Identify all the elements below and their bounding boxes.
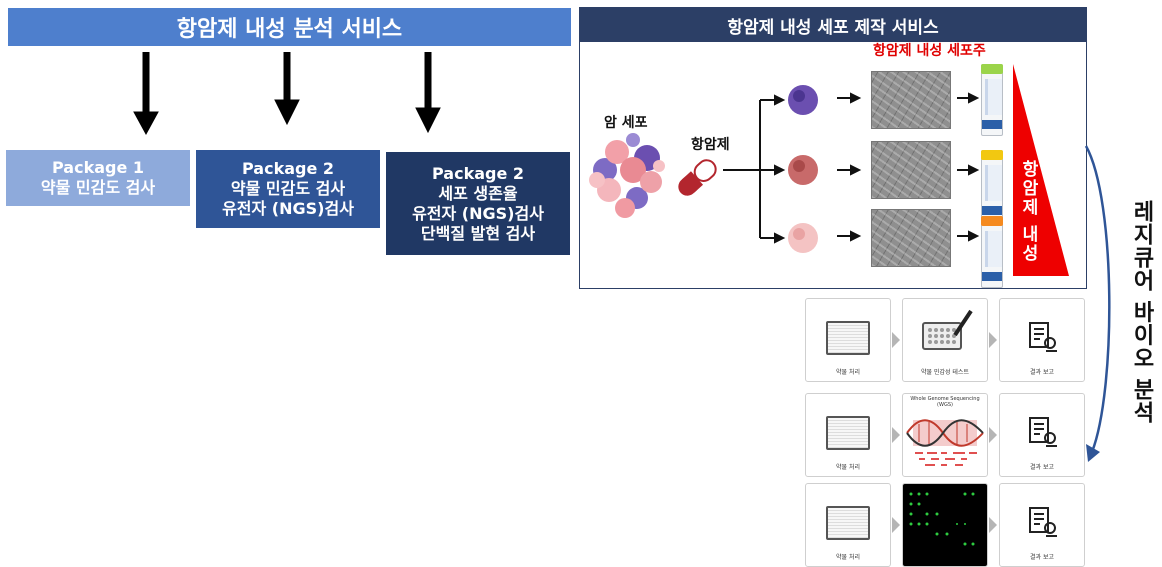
chevron-right-icon: [989, 332, 997, 348]
chevron-right-icon: [892, 427, 900, 443]
analysis-service-title: 항암제 내성 분석 서비스: [176, 17, 403, 42]
row1-step1-label: 약물 처리: [836, 369, 860, 376]
resistant-cell-2-icon: [788, 155, 818, 185]
row3-step3-label: 결과 보고: [1030, 554, 1054, 561]
down-arrow-2: [274, 52, 300, 126]
cell-micrograph-1: [871, 71, 951, 129]
row1-drug-treatment-card: 약물 처리: [805, 298, 891, 382]
regicure-bio-analysis-label: 레지큐어 바이오 분석: [1129, 200, 1154, 425]
protein-array-icon: [909, 492, 975, 546]
row1-sensitivity-test-card: 약물 민감성 테스트: [902, 298, 988, 382]
cell-production-diagram: [589, 64, 1069, 276]
package-1-title: Package 1: [51, 158, 145, 177]
row1-step3-label: 결과 보고: [1030, 369, 1054, 376]
report-microscope-icon: [1029, 507, 1057, 537]
row1-result-report-card: 결과 보고: [999, 298, 1085, 382]
package-3-title: Package 2: [431, 163, 525, 183]
row2-sequencing-card: Whole Genome Sequencing (WGS): [902, 393, 988, 477]
row3-protein-blot-card: [902, 483, 988, 567]
row2-drug-treatment-card: 약물 처리: [805, 393, 891, 477]
row2-step1-label: 약물 처리: [836, 464, 860, 471]
analysis-service-banner: 항암제 내성 분석 서비스: [8, 8, 571, 46]
row3-step1-label: 약물 처리: [836, 554, 860, 561]
package-3-box: Package 2 세포 생존율 유전자 (NGS)검사 단백질 발현 검사: [386, 152, 570, 255]
down-arrows: [133, 52, 441, 136]
tube-cap-orange: [981, 216, 1003, 226]
chevron-right-icon: [989, 427, 997, 443]
row2-step3-label: 결과 보고: [1030, 464, 1054, 471]
package-3-line-3: 단백질 발현 검사: [420, 223, 536, 243]
resistance-gradient-label: 항암제 내성: [1018, 160, 1038, 263]
tube-cap-yellow: [981, 150, 1003, 160]
well-plate-icon: [826, 416, 870, 450]
package-1-line-1: 약물 민감도 검사: [40, 178, 156, 197]
row2-result-report-card: 결과 보고: [999, 393, 1085, 477]
dna-helix-icon: [906, 419, 984, 466]
package-2-box: Package 2 약물 민감도 검사 유전자 (NGS)검사: [196, 150, 380, 228]
cell-line-tube-1: [981, 64, 1003, 136]
row3-result-report-card: 결과 보고: [999, 483, 1085, 567]
well-plate-icon: [826, 321, 870, 355]
package-3-line-2: 유전자 (NGS)검사: [412, 203, 544, 223]
cell-line-tube-2: [981, 150, 1003, 222]
micrograph-arrows: [837, 92, 862, 242]
cell-production-title: 항암제 내성 세포 제작 서비스: [580, 8, 1086, 42]
package-1-box: Package 1 약물 민감도 검사: [6, 150, 190, 206]
chevron-right-icon: [892, 517, 900, 533]
resistance-gradient-triangle: [1013, 64, 1069, 276]
package-2-title: Package 2: [241, 159, 335, 178]
cell-line-tube-3: [981, 216, 1003, 288]
row3-drug-treatment-card: 약물 처리: [805, 483, 891, 567]
cell-micrograph-2: [871, 141, 951, 199]
curved-connector-arrow: [1084, 145, 1111, 462]
tumor-cell-cluster-icon: [589, 133, 665, 218]
tube-cap-green: [981, 64, 1003, 74]
well-plate-icon: [826, 506, 870, 540]
cancer-cell-label: 암 세포: [604, 115, 648, 131]
chevron-right-icon: [892, 332, 900, 348]
report-microscope-icon: [1029, 322, 1057, 352]
package-3-line-1: 세포 생존율: [438, 183, 518, 203]
cell-micrograph-3: [871, 209, 951, 267]
package-2-line-2: 유전자 (NGS)검사: [222, 199, 354, 218]
row2-panel-title: Whole Genome Sequencing (WGS): [910, 396, 980, 408]
tube-arrows: [957, 92, 980, 242]
branch-arrows: [723, 94, 786, 244]
chevron-right-icon: [989, 517, 997, 533]
drug-label: 항암제: [691, 137, 730, 153]
resistant-cell-line-label: 항암제 내성 세포주: [873, 43, 986, 59]
row1-step2-label: 약물 민감성 테스트: [921, 369, 969, 376]
down-arrow-1: [133, 52, 159, 136]
resistant-cell-1-icon: [788, 85, 818, 115]
pipette-plate-icon: [922, 309, 973, 350]
package-2-line-1: 약물 민감도 검사: [230, 179, 346, 198]
drug-capsule-icon: [678, 159, 717, 196]
down-arrow-3: [415, 52, 441, 134]
report-microscope-icon: [1029, 417, 1057, 447]
resistant-cell-3-icon: [788, 223, 818, 253]
